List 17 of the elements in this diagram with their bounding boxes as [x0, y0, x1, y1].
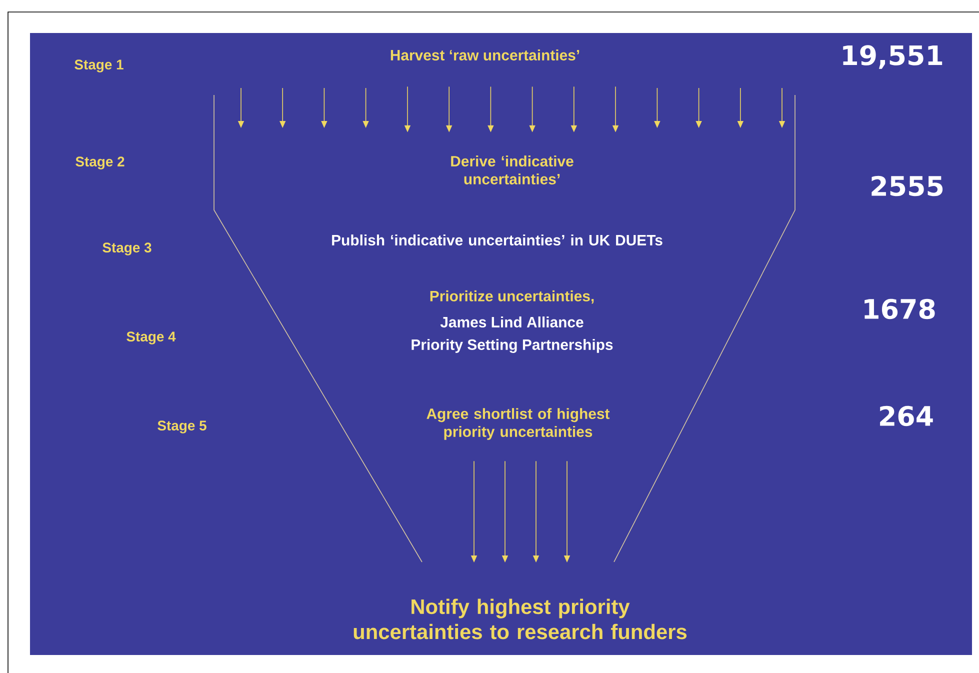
stage-label: Stage 1 — [74, 60, 124, 72]
stage-label: Stage 4 — [126, 332, 176, 344]
stage-label: Stage 2 — [76, 156, 124, 170]
step-text: Priority Setting Partnerships — [412, 339, 613, 353]
stage-label: Stage 5 — [158, 420, 206, 434]
count-number: 2555 — [872, 176, 943, 196]
count-number: 264 — [880, 406, 933, 426]
step-text: Publish ‘indicative uncertainties’ in UK DUETs — [332, 234, 662, 246]
step-text: James Lind Alliance — [440, 316, 584, 328]
count-number: 19,551 — [843, 45, 942, 69]
step-text: Prioritize uncertainties, — [430, 290, 594, 304]
stage-label: Stage 3 — [102, 242, 152, 256]
count-number: 1678 — [864, 298, 935, 320]
step-text: Derive ‘indicative uncertainties’ — [451, 156, 574, 184]
step-text: Harvest ‘raw uncertainties’ — [390, 50, 580, 60]
step-text: Agree shortlist of highest priority uncertainties — [426, 408, 610, 440]
step-text: Notify highest priority uncertainties to research funders — [354, 598, 687, 640]
